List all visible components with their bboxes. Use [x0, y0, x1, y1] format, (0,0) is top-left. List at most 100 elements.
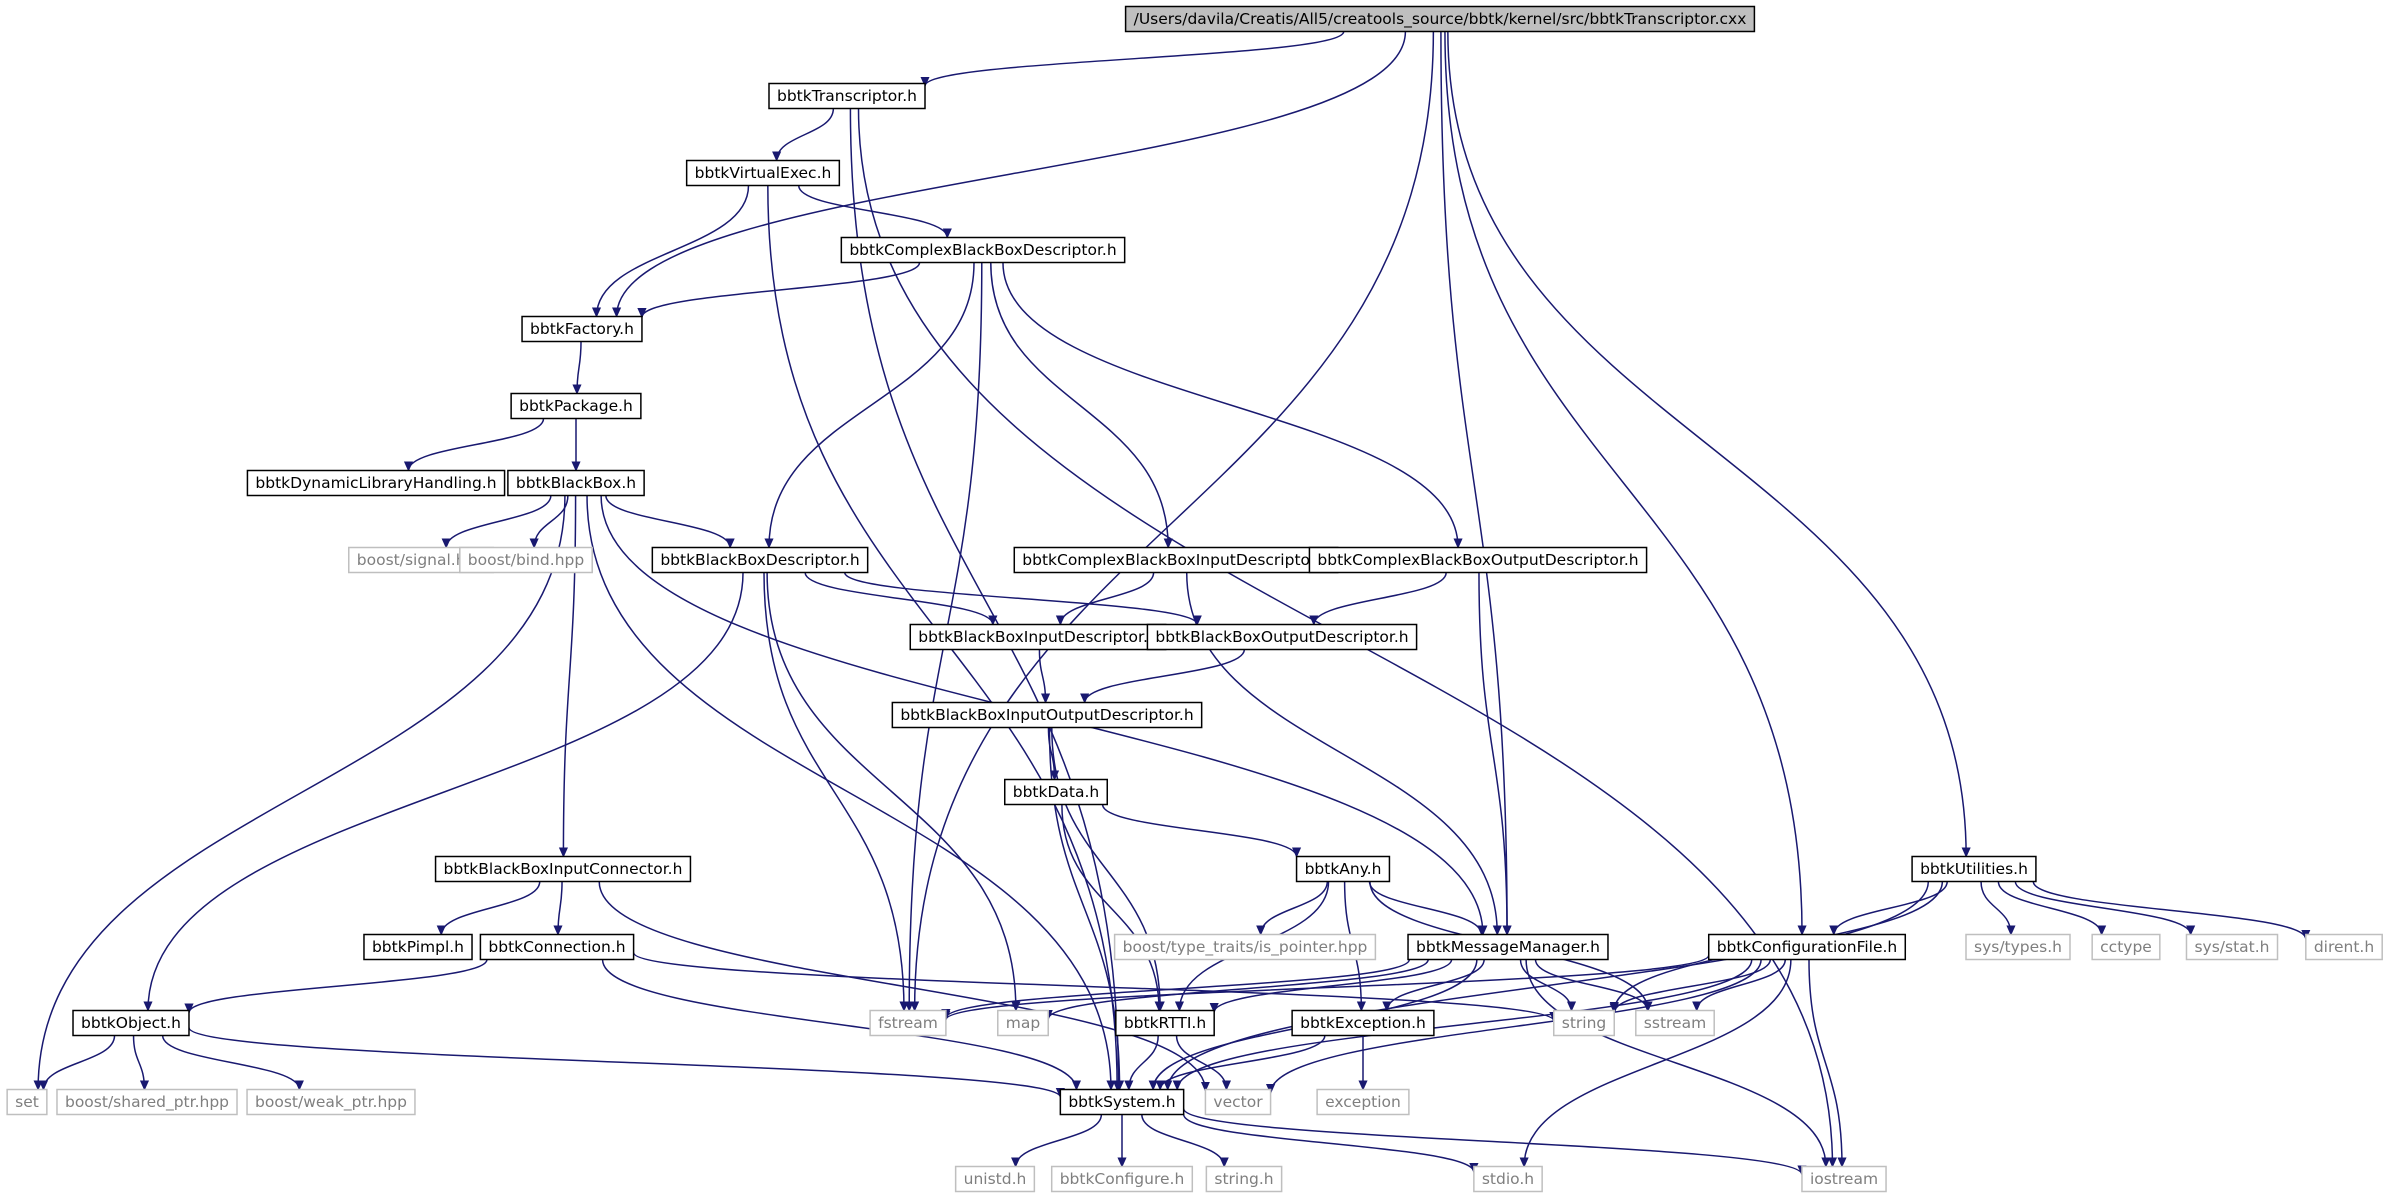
edge-msgmgr-h-to-map — [1048, 959, 1429, 1020]
edge-data-h-to-rtti-h — [1061, 804, 1159, 1011]
node-label: string.h — [1214, 1170, 1273, 1188]
edge-complexbbdesc-h-to-cbboutputdesc-h — [1002, 262, 1458, 548]
edge-blackbox-h-to-set — [38, 495, 566, 1090]
edge-blackbox-h-to-bbdesc-h — [605, 495, 730, 548]
edge-bbdesc-h-to-object-h — [148, 572, 744, 1011]
node-label: boost/type_traits/is_pointer.hpp — [1123, 938, 1368, 957]
node-label: sys/stat.h — [2194, 938, 2269, 956]
node-label: bbtkConnection.h — [488, 938, 625, 956]
edge-connection-h-to-system-h — [601, 959, 1077, 1090]
node-bbinputdesc-h[interactable]: bbtkBlackBoxInputDescriptor.h — [909, 623, 1167, 651]
node-bbdesc-h[interactable]: bbtkBlackBoxDescriptor.h — [651, 546, 869, 574]
edge-data-h-to-any-h — [1101, 804, 1297, 857]
edge-virtualexec-h-to-complexbbdesc-h — [797, 185, 948, 238]
edge-msgmgr-h-to-string — [1519, 959, 1572, 1011]
edge-bbdesc-h-to-fstream — [763, 572, 904, 1011]
node-label: bbtkRTTI.h — [1124, 1014, 1206, 1032]
edge-root-to-transcriptor-h — [925, 31, 1345, 86]
node-complexbbdesc-h[interactable]: bbtkComplexBlackBoxDescriptor.h — [840, 236, 1126, 264]
node-label: dirent.h — [2314, 938, 2374, 956]
edge-factory-h-to-package-h — [577, 341, 582, 394]
node-label: bbtkComplexBlackBoxInputDescriptor.h — [1022, 551, 1329, 569]
node-label: bbtkBlackBoxInputConnector.h — [444, 860, 683, 878]
node-any-h[interactable]: bbtkAny.h — [1295, 855, 1391, 883]
node-iostream: iostream — [1801, 1165, 1887, 1193]
node-bbinputconn-h[interactable]: bbtkBlackBoxInputConnector.h — [434, 855, 692, 883]
node-system-h[interactable]: bbtkSystem.h — [1059, 1088, 1185, 1116]
node-factory-h[interactable]: bbtkFactory.h — [521, 315, 643, 343]
node-label: boost/signal.hpp — [357, 551, 485, 569]
node-label: boost/bind.hpp — [468, 551, 584, 569]
node-transcriptor-h[interactable]: bbtkTranscriptor.h — [768, 82, 926, 110]
node-dynlib-h[interactable]: bbtkDynamicLibraryHandling.h — [246, 469, 506, 497]
node-pimpl-h[interactable]: bbtkPimpl.h — [363, 933, 473, 961]
edge-utilities-h-to-cctype — [1997, 881, 2101, 935]
edge-root-to-configfile-h — [1444, 31, 1802, 935]
node-virtualexec-h[interactable]: bbtkVirtualExec.h — [685, 159, 841, 187]
node-label: bbtkSystem.h — [1068, 1093, 1175, 1111]
edge-configfile-h-to-fstream — [946, 954, 1710, 1019]
edge-system-h-to-stdio-h — [1182, 1114, 1474, 1172]
edge-configfile-h-to-sstream — [1697, 959, 1787, 1011]
edge-utilities-h-to-sysstat-h — [2014, 881, 2190, 935]
node-label: map — [1006, 1014, 1040, 1032]
edge-msgmgr-h-to-sstream — [1534, 959, 1647, 1011]
node-package-h[interactable]: bbtkPackage.h — [510, 392, 642, 420]
edge-bbdesc-h-to-bbinputdesc-h — [804, 572, 993, 625]
edge-cbboutputdesc-h-to-bboutputdesc-h — [1314, 572, 1447, 625]
node-label: bbtkPimpl.h — [372, 938, 464, 956]
edge-system-h-to-iostream — [1182, 1108, 1802, 1175]
node-label: boost/weak_ptr.hpp — [255, 1093, 407, 1112]
edge-cbbinputdesc-h-to-bbinputdesc-h — [1060, 572, 1155, 625]
edge-bbiodesc-h-to-rtti-h — [1051, 727, 1160, 1011]
node-boost-shared: boost/shared_ptr.hpp — [56, 1088, 238, 1116]
node-exception-h[interactable]: bbtkException.h — [1291, 1009, 1435, 1037]
node-label: bbtkVirtualExec.h — [695, 164, 832, 182]
edge-msgmgr-h-to-fstream — [946, 959, 1411, 1019]
node-cctype: cctype — [2091, 933, 2161, 961]
node-configfile-h[interactable]: bbtkConfigurationFile.h — [1707, 933, 1907, 961]
node-label: bbtkException.h — [1300, 1014, 1426, 1032]
edge-root-to-fstream — [915, 31, 1435, 1011]
edge-exception-h-to-system-h — [1160, 1035, 1326, 1090]
node-msgmgr-h[interactable]: bbtkMessageManager.h — [1407, 933, 1609, 961]
node-map: map — [997, 1009, 1049, 1037]
node-data-h[interactable]: bbtkData.h — [1004, 778, 1108, 806]
node-label: bbtkComplexBlackBoxOutputDescriptor.h — [1317, 551, 1638, 569]
node-stdio-h: stdio.h — [1473, 1165, 1543, 1193]
edge-package-h-to-dynlib-h — [408, 418, 545, 471]
node-bboutputdesc-h[interactable]: bbtkBlackBoxOutputDescriptor.h — [1146, 623, 1418, 651]
node-blackbox-h[interactable]: bbtkBlackBox.h — [507, 469, 645, 497]
node-connection-h[interactable]: bbtkConnection.h — [479, 933, 635, 961]
node-sstream: sstream — [1635, 1009, 1715, 1037]
node-fstream: fstream — [869, 1009, 947, 1037]
edge-object-h-to-boost-shared — [132, 1035, 145, 1090]
node-utilities-h[interactable]: bbtkUtilities.h — [1911, 855, 2037, 883]
node-label: bbtkBlackBoxDescriptor.h — [660, 551, 859, 569]
node-label: bbtkAny.h — [1305, 860, 1382, 878]
edge-utilities-h-to-system-h — [1168, 881, 1930, 1090]
edge-virtualexec-h-to-factory-h — [597, 185, 750, 317]
edge-root-to-factory-h — [617, 31, 1407, 317]
edge-complexbbdesc-h-to-factory-h — [642, 262, 921, 318]
node-rtti-h[interactable]: bbtkRTTI.h — [1115, 1009, 1215, 1037]
node-cbboutputdesc-h[interactable]: bbtkComplexBlackBoxOutputDescriptor.h — [1308, 546, 1648, 574]
node-label: bbtkMessageManager.h — [1416, 938, 1600, 956]
node-root[interactable]: /Users/davila/Creatis/All5/creatools_sou… — [1124, 5, 1756, 33]
edge-root-to-utilities-h — [1447, 31, 1966, 857]
edge-system-h-to-string-h — [1141, 1114, 1224, 1167]
node-cbbinputdesc-h[interactable]: bbtkComplexBlackBoxInputDescriptor.h — [1013, 546, 1339, 574]
edge-configfile-h-to-system-h — [1177, 959, 1753, 1090]
edge-rtti-h-to-vector — [1175, 1035, 1227, 1090]
node-bbiodesc-h[interactable]: bbtkBlackBoxInputOutputDescriptor.h — [891, 701, 1203, 729]
node-object-h[interactable]: bbtkObject.h — [72, 1009, 190, 1037]
edge-transcriptor-h-to-system-h — [849, 108, 1118, 1090]
node-boost-ispointer: boost/type_traits/is_pointer.hpp — [1113, 933, 1377, 961]
edge-object-h-to-system-h — [188, 1026, 1060, 1097]
node-label: vector — [1213, 1093, 1263, 1111]
edge-connection-h-to-object-h — [189, 959, 488, 1013]
edge-utilities-h-to-systypes-h — [1980, 881, 2011, 935]
node-label: stdio.h — [1482, 1170, 1534, 1188]
edge-bbinputconn-h-to-pimpl-h — [441, 881, 541, 935]
